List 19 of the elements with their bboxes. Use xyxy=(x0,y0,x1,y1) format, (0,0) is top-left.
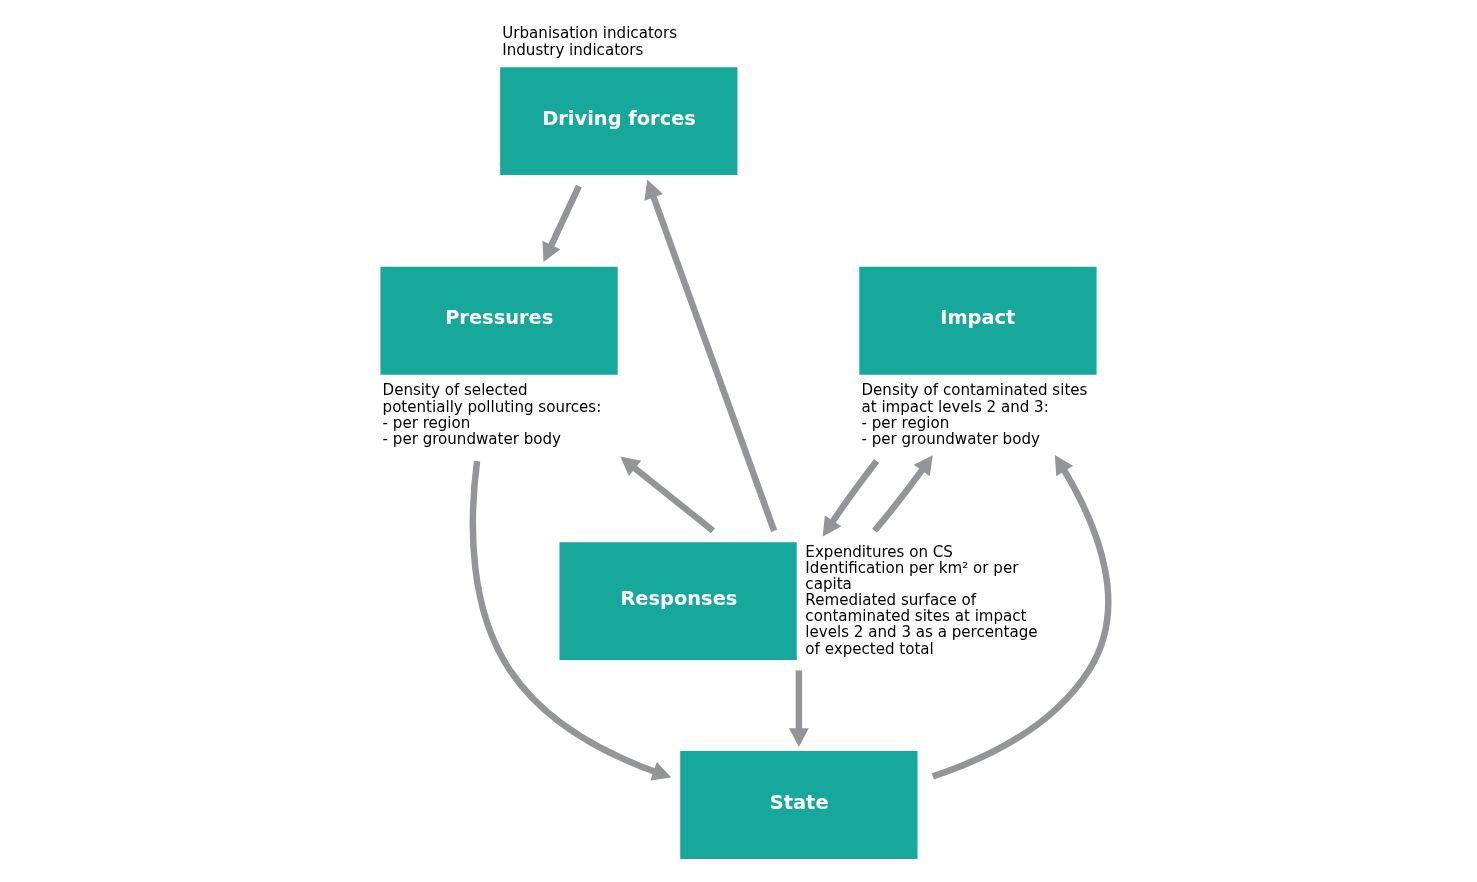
arrow xyxy=(789,669,809,747)
node-label: Density of contaminated sites at impact levels 2 and 3: xyxy=(861,380,1088,416)
arrow xyxy=(931,454,1112,779)
node-box: Impact xyxy=(859,266,1097,375)
arrow xyxy=(620,456,715,533)
arrow xyxy=(822,458,880,537)
node-label: Urbanisation indicators xyxy=(502,23,678,42)
node-label: Industry indicators xyxy=(502,40,644,59)
node-box: State xyxy=(680,750,918,859)
node-box: Driving forces xyxy=(500,66,738,175)
arrow xyxy=(542,184,582,262)
node-box: Pressures xyxy=(380,266,618,375)
node-label: - per region xyxy=(861,413,950,432)
node-label: Density of selected potentially polluting sources: xyxy=(382,380,602,416)
arrow xyxy=(872,454,933,533)
node-label: Expenditures on CS Identification per km² or per capita xyxy=(805,542,1019,593)
node-box: Responses xyxy=(559,541,797,660)
arrow xyxy=(644,179,778,532)
arrow xyxy=(469,460,672,781)
